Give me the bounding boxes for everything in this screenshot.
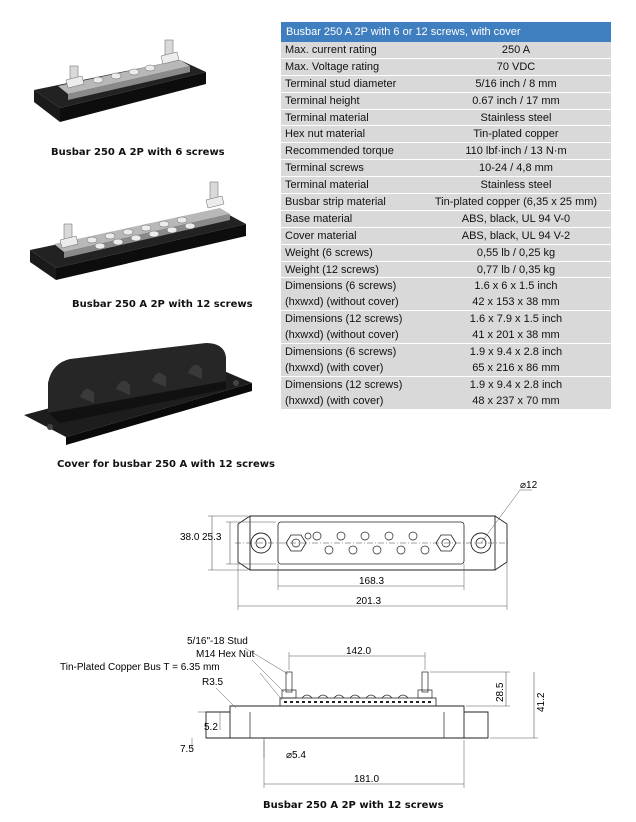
photo-busbar-6-screws bbox=[30, 28, 210, 123]
spec-value: 48 x 237 x 70 mm bbox=[420, 392, 611, 410]
spec-label: Terminal material bbox=[281, 176, 421, 195]
spec-row: Dimensions (12 screws) 1.9 x 9.4 x 2.8 in… bbox=[281, 376, 611, 392]
spec-label: (hxwxd) (with cover) bbox=[281, 359, 421, 377]
spec-value: 1.6 x 7.9 x 1.5 inch bbox=[469, 313, 563, 326]
spec-label: Max. Voltage rating bbox=[281, 58, 421, 76]
spec-label: Dimensions (6 screws) bbox=[285, 345, 397, 358]
caption-busbar-12-screws: Busbar 250 A 2P with 12 screws bbox=[72, 299, 253, 310]
spec-value: 0.67 inch / 17 mm bbox=[420, 92, 611, 110]
spec-label: Terminal height bbox=[281, 92, 421, 110]
spec-row: (hxwxd) (without cover)41 x 201 x 38 mm bbox=[281, 327, 611, 345]
spec-label: (hxwxd) (without cover) bbox=[281, 327, 421, 345]
spec-value: 42 x 153 x 38 mm bbox=[420, 294, 611, 312]
photo-busbar-12-screws bbox=[24, 172, 249, 282]
spec-value: Tin-plated copper bbox=[420, 125, 611, 144]
drawing-caption: Busbar 250 A 2P with 12 screws bbox=[263, 800, 444, 811]
spec-label: Cover material bbox=[281, 227, 421, 245]
label-copper-bus: Tin-Plated Copper Bus T = 6.35 mm bbox=[60, 662, 220, 673]
label-stud: 5/16"-18 Stud bbox=[187, 636, 248, 647]
spec-row: Dimensions (6 screws) 1.6 x 6 x 1.5 inch bbox=[281, 278, 611, 294]
spec-value: Tin-plated copper (6,35 x 25 mm) bbox=[420, 193, 611, 211]
spec-label: Busbar strip material bbox=[281, 193, 421, 211]
spec-label: Dimensions (12 screws) bbox=[285, 378, 403, 391]
spec-label: (hxwxd) (with cover) bbox=[281, 392, 421, 410]
spec-row: Weight (12 screws)0,77 lb / 0,35 kg bbox=[281, 261, 611, 279]
spec-value: Stainless steel bbox=[420, 109, 611, 127]
label-radius: R3.5 bbox=[202, 677, 224, 688]
dim-stud-spacing: 142.0 bbox=[346, 646, 371, 657]
spec-row: (hxwxd) (with cover)48 x 237 x 70 mm bbox=[281, 392, 611, 410]
spec-row: Weight (6 screws)0,55 lb / 0,25 kg bbox=[281, 244, 611, 262]
dim-height-outer: 38.0 bbox=[180, 532, 200, 543]
spec-row: (hxwxd) (without cover)42 x 153 x 38 mm bbox=[281, 294, 611, 312]
spec-value: 1.6 x 6 x 1.5 inch bbox=[474, 280, 558, 293]
dim-height-total: 41.2 bbox=[536, 692, 547, 712]
spec-label: Terminal screws bbox=[281, 159, 421, 178]
spec-label: Recommended torque bbox=[281, 142, 421, 161]
spec-label: Dimensions (12 screws) bbox=[285, 313, 403, 326]
spec-row: (hxwxd) (with cover)65 x 216 x 86 mm bbox=[281, 359, 611, 377]
spec-row: Dimensions (12 screws) 1.6 x 7.9 x 1.5 in… bbox=[281, 311, 611, 327]
spec-value: ABS, black, UL 94 V-0 bbox=[420, 210, 611, 228]
dim-hole-diameter: ⌀12 bbox=[520, 480, 538, 491]
dim-length: 181.0 bbox=[354, 774, 379, 785]
spec-value: 250 A bbox=[420, 42, 611, 59]
spec-label: Weight (12 screws) bbox=[281, 261, 421, 279]
spec-value: ABS, black, UL 94 V-2 bbox=[420, 227, 611, 245]
spec-value: 10-24 / 4,8 mm bbox=[420, 159, 611, 178]
spec-table-title: Busbar 250 A 2P with 6 or 12 screws, wit… bbox=[281, 22, 611, 42]
photo-cover bbox=[20, 335, 255, 445]
spec-value: 110 lbf·inch / 13 N·m bbox=[420, 142, 611, 161]
spec-label: Terminal stud diameter bbox=[281, 75, 421, 93]
label-hex-nut: M14 Hex Nut bbox=[196, 649, 255, 660]
spec-label: Weight (6 screws) bbox=[281, 244, 421, 262]
top-view-drawing: 38.0 25.3 ⌀12 168.3 201.3 bbox=[160, 478, 560, 618]
dim-hole: ⌀5.4 bbox=[286, 750, 306, 761]
spec-value: 0,55 lb / 0,25 kg bbox=[420, 244, 611, 262]
spec-row: Dimensions (6 screws) 1.9 x 9.4 x 2.8 inc… bbox=[281, 344, 611, 360]
caption-busbar-6-screws: Busbar 250 A 2P with 6 screws bbox=[51, 147, 225, 158]
spec-label: Dimensions (6 screws) bbox=[285, 280, 397, 293]
spec-value: 1.9 x 9.4 x 2.8 inch bbox=[469, 345, 563, 358]
spec-label: Max. current rating bbox=[281, 42, 421, 59]
spec-value: 41 x 201 x 38 mm bbox=[420, 327, 611, 345]
spec-label: Base material bbox=[281, 210, 421, 228]
side-view-drawing: 5/16"-18 Stud M14 Hex Nut Tin-Plated Cop… bbox=[40, 630, 570, 792]
spec-value: Stainless steel bbox=[420, 176, 611, 195]
dim-base-height: 5.2 bbox=[204, 722, 218, 733]
caption-cover: Cover for busbar 250 A with 12 screws bbox=[57, 459, 275, 470]
spec-label: (hxwxd) (without cover) bbox=[281, 294, 421, 312]
spec-value: 65 x 216 x 86 mm bbox=[420, 359, 611, 377]
spec-label: Terminal material bbox=[281, 109, 421, 127]
dim-outer-length: 201.3 bbox=[356, 596, 381, 607]
spec-value: 0,77 lb / 0,35 kg bbox=[420, 261, 611, 279]
spec-table: Busbar 250 A 2P with 6 or 12 screws, wit… bbox=[281, 22, 611, 410]
spec-value: 5/16 inch / 8 mm bbox=[420, 75, 611, 93]
dim-foot-height: 7.5 bbox=[180, 744, 194, 755]
spec-value: 1.9 x 9.4 x 2.8 inch bbox=[469, 378, 563, 391]
dim-inner-length: 168.3 bbox=[359, 576, 384, 587]
dim-height-inner: 25.3 bbox=[202, 532, 222, 543]
spec-value: 70 VDC bbox=[420, 58, 611, 76]
dim-height-upper: 28.5 bbox=[495, 682, 506, 702]
spec-label: Hex nut material bbox=[281, 125, 421, 144]
